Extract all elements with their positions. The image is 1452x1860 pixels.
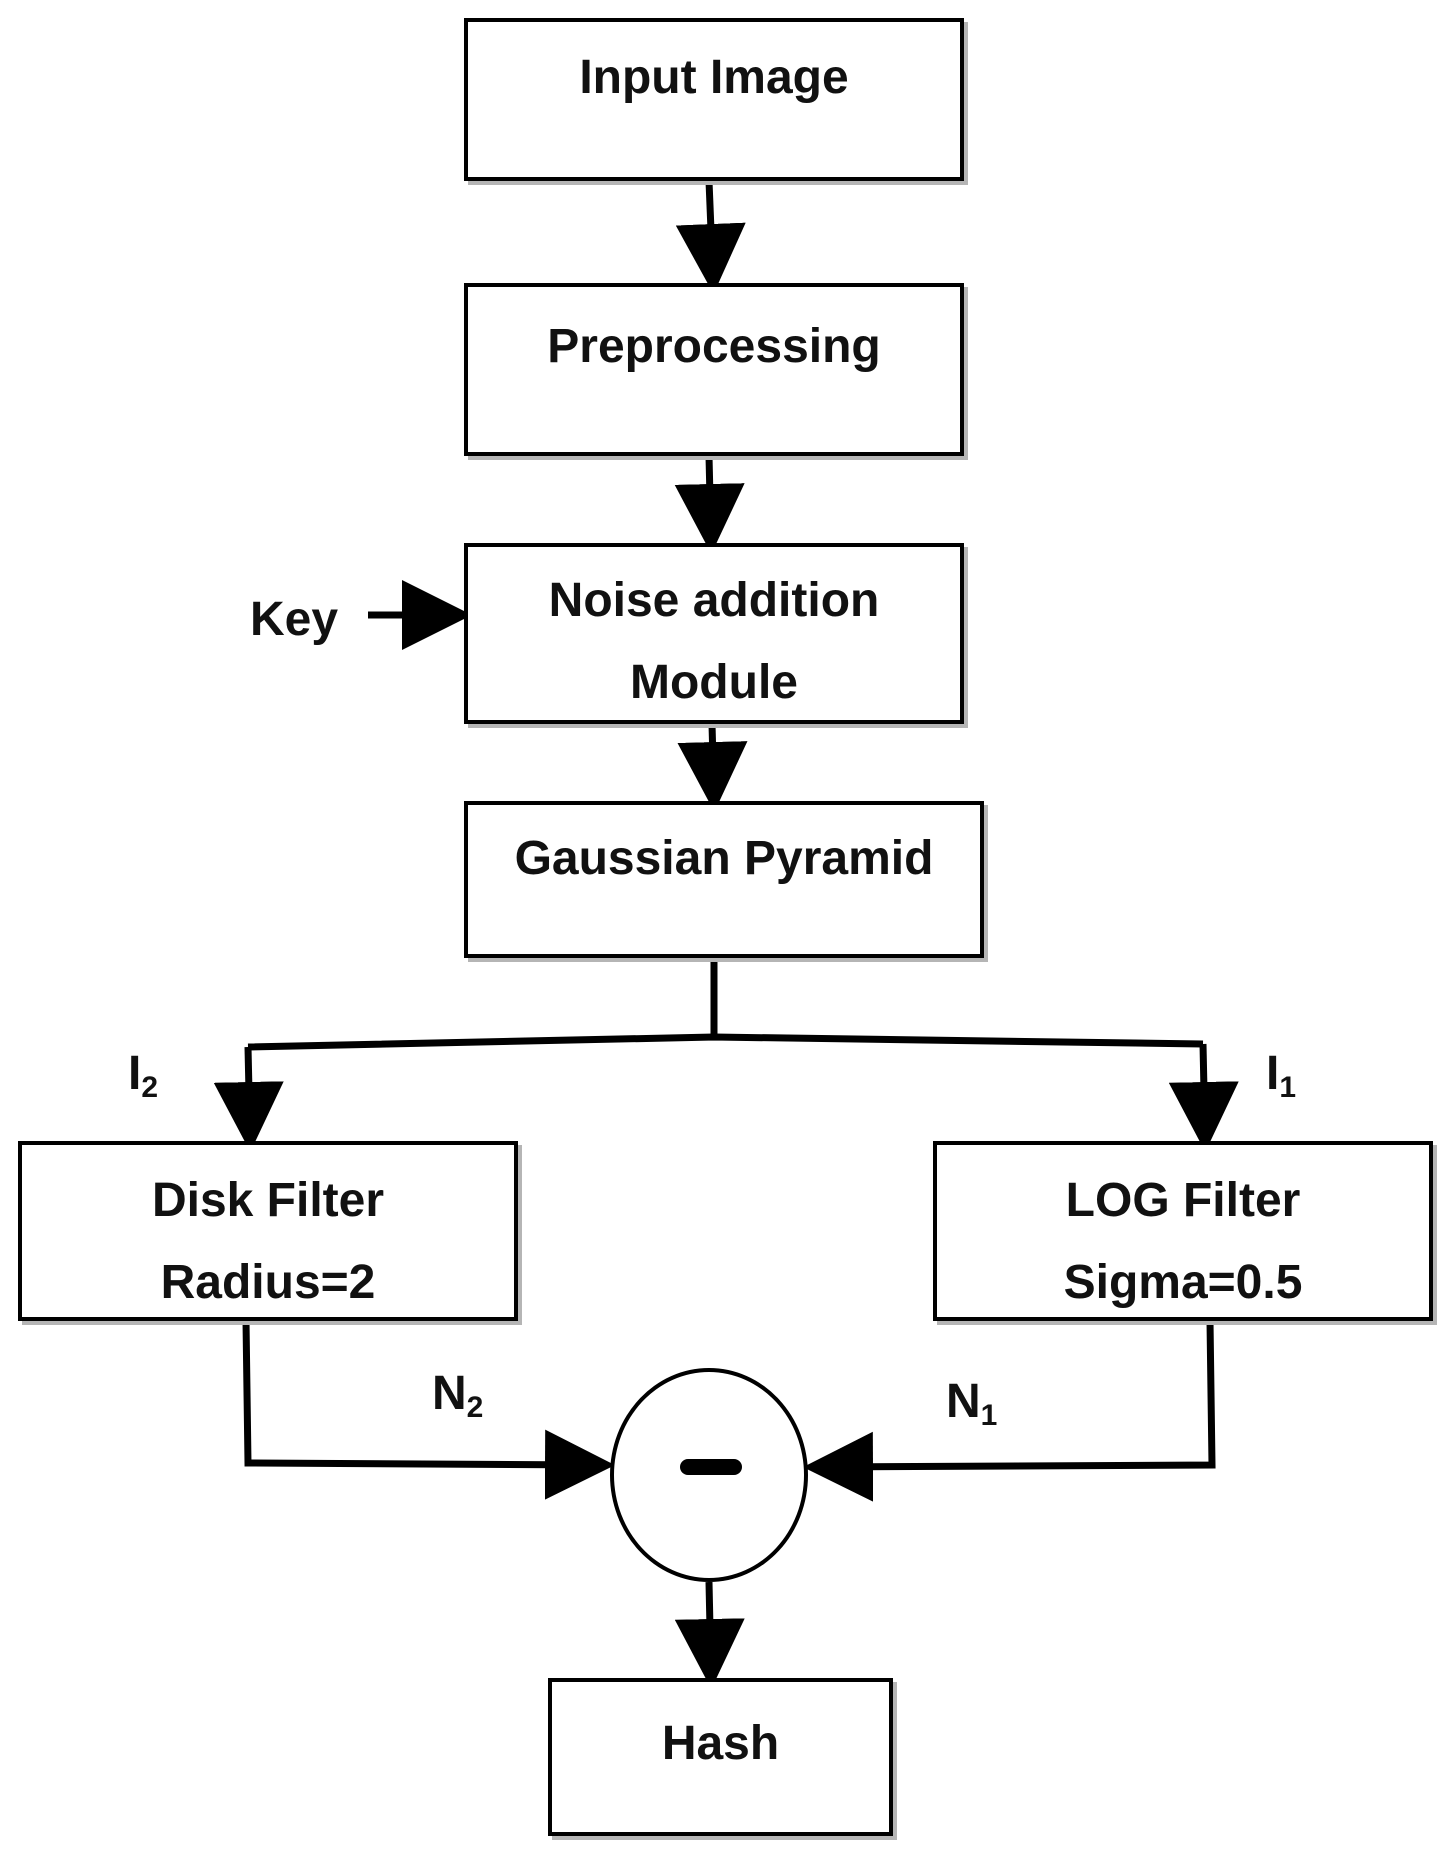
disk-filter-label-line1: Disk Filter bbox=[151, 1174, 385, 1227]
arrow-disk-to-minus bbox=[242, 1320, 615, 1500]
n1-label-main: N bbox=[946, 1375, 981, 1428]
i2-label: I2 bbox=[128, 1047, 158, 1103]
input-image-node: Input Image bbox=[464, 18, 964, 181]
arrow-noise-to-gaussian bbox=[677, 723, 748, 812]
i2-label-sub: 2 bbox=[141, 1071, 159, 1104]
line-split-horizontal bbox=[247, 1033, 1204, 1051]
arrow-log-to-minus bbox=[803, 1320, 1216, 1502]
log-filter-label-line1: LOG Filter bbox=[1065, 1174, 1301, 1227]
i2-label-main: I bbox=[128, 1047, 142, 1100]
i1-label: I1 bbox=[1266, 1047, 1296, 1103]
disk-filter-label-line2: Radius=2 bbox=[160, 1256, 376, 1309]
n2-label: N2 bbox=[432, 1367, 483, 1423]
log-filter-label-line2: Sigma=0.5 bbox=[1063, 1256, 1303, 1309]
disk-filter-node: Disk Filter Radius=2 bbox=[18, 1141, 518, 1321]
noise-addition-label-line1: Noise addition bbox=[548, 574, 880, 627]
gaussian-pyramid-label: Gaussian Pyramid bbox=[514, 832, 934, 885]
hash-node: Hash bbox=[548, 1678, 893, 1836]
log-filter-node: LOG Filter Sigma=0.5 bbox=[933, 1141, 1433, 1321]
key-label: Key bbox=[250, 596, 338, 644]
n2-label-main: N bbox=[432, 1367, 467, 1420]
n1-label: N1 bbox=[946, 1375, 997, 1431]
preprocessing-node: Preprocessing bbox=[464, 283, 964, 456]
i1-label-main: I bbox=[1266, 1047, 1280, 1100]
noise-addition-label-line2: Module bbox=[630, 656, 798, 709]
preprocessing-label: Preprocessing bbox=[547, 320, 881, 373]
n1-label-sub: 1 bbox=[980, 1399, 998, 1432]
gaussian-pyramid-node: Gaussian Pyramid bbox=[464, 801, 984, 958]
hash-label: Hash bbox=[661, 1717, 780, 1770]
input-image-label: Input Image bbox=[579, 51, 849, 104]
i1-label-sub: 1 bbox=[1279, 1071, 1297, 1104]
key-label-text: Key bbox=[250, 593, 339, 646]
subtraction-operator bbox=[610, 1368, 808, 1582]
arrow-preprocessing-to-noise bbox=[674, 455, 745, 554]
n2-label-sub: 2 bbox=[466, 1391, 484, 1424]
arrow-minus-to-hash bbox=[674, 1581, 745, 1689]
arrow-split-to-disk bbox=[213, 1046, 284, 1152]
arrow-split-to-log bbox=[1168, 1043, 1239, 1152]
arrow-input-to-preprocessing bbox=[675, 180, 746, 294]
noise-addition-node: Noise addition Module bbox=[464, 543, 964, 724]
minus-symbol bbox=[680, 1459, 742, 1475]
